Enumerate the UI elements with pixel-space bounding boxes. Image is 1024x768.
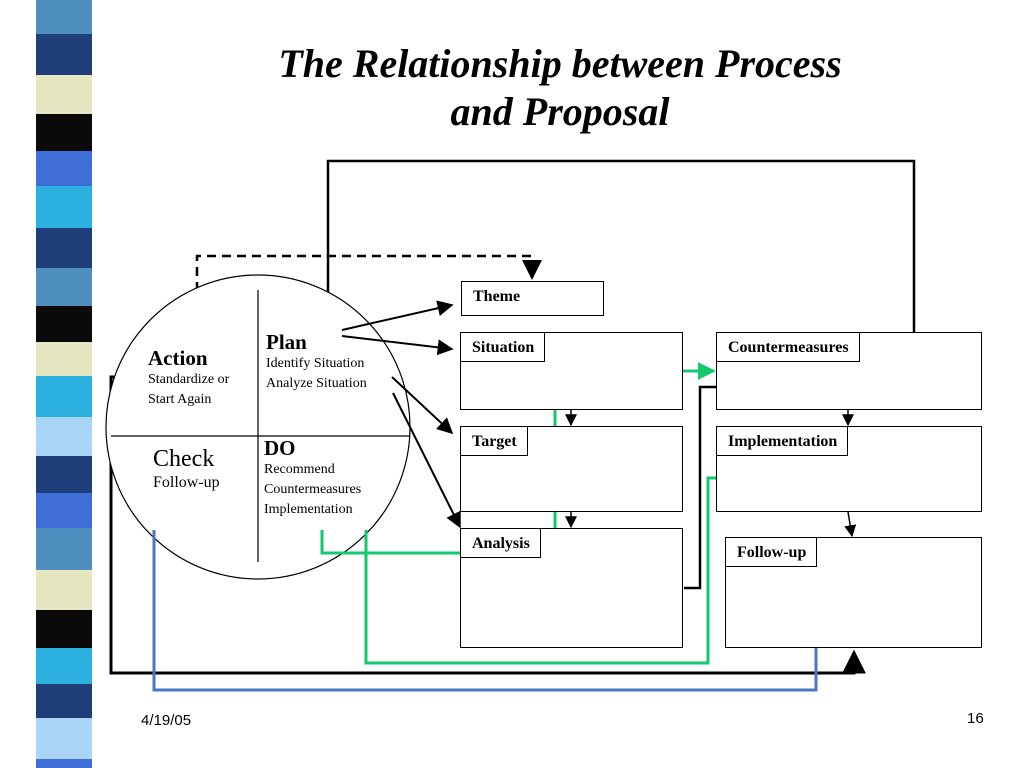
stripe-segment bbox=[36, 610, 92, 648]
countermeasures-box: Countermeasures bbox=[716, 332, 982, 410]
implementation-label: Implementation bbox=[717, 427, 849, 456]
analysis-label: Analysis bbox=[461, 529, 541, 558]
do-line: Implementation bbox=[264, 502, 353, 517]
dashed-connector bbox=[195, 254, 542, 336]
stripe-segment bbox=[36, 342, 92, 376]
stripe-segment bbox=[36, 34, 92, 75]
slide-title: The Relationship between Process and Pro… bbox=[200, 40, 920, 136]
action-heading: Action bbox=[148, 346, 208, 370]
do-line: Recommend bbox=[264, 462, 335, 477]
stripe-segment bbox=[36, 648, 92, 684]
plan-line: Analyze Situation bbox=[266, 376, 367, 391]
blue-connector-to-followup bbox=[152, 530, 825, 692]
stripe-segment bbox=[36, 376, 92, 417]
plan-to-countermeasures-connector bbox=[326, 159, 924, 360]
analysis-box: Analysis bbox=[460, 528, 683, 648]
plan-to-target-arrow bbox=[391, 376, 454, 435]
follow-up-label: Follow-up bbox=[726, 538, 818, 567]
follow-up-box: Follow-up bbox=[725, 537, 982, 648]
plan-to-analysis-arrow bbox=[392, 392, 461, 529]
stripe-segment bbox=[36, 684, 92, 718]
do-heading: DO bbox=[264, 436, 296, 460]
situation-box: Situation bbox=[460, 332, 683, 410]
check-quadrant: Check Follow-up bbox=[153, 445, 220, 493]
target-label: Target bbox=[461, 427, 528, 456]
analysis-to-countermeasures-connector bbox=[684, 385, 716, 590]
do-quadrant: DO Recommend Countermeasures Implementat… bbox=[264, 436, 361, 520]
plan-line: Identify Situation bbox=[266, 356, 365, 371]
title-line-2: and Proposal bbox=[450, 89, 670, 134]
stripe-segment bbox=[36, 306, 92, 342]
stripe-segment bbox=[36, 151, 92, 186]
stripe-segment bbox=[36, 528, 92, 570]
stripe-segment bbox=[36, 759, 92, 768]
countermeasures-label: Countermeasures bbox=[717, 333, 860, 362]
title-line-1: The Relationship between Process bbox=[278, 41, 842, 86]
stripe-segment bbox=[36, 114, 92, 151]
stripe-segment bbox=[36, 228, 92, 268]
check-heading: Check bbox=[153, 446, 215, 472]
stripe-segment bbox=[36, 268, 92, 306]
slide-date: 4/19/05 bbox=[141, 712, 192, 729]
stripe-segment bbox=[36, 718, 92, 759]
theme-box: Theme bbox=[461, 281, 604, 316]
stripe-segment bbox=[36, 570, 92, 610]
stripe-segment bbox=[36, 456, 92, 493]
stripe-segment bbox=[36, 186, 92, 228]
stripe-segment bbox=[36, 493, 92, 528]
check-line: Follow-up bbox=[153, 474, 220, 491]
action-line: Start Again bbox=[148, 392, 212, 407]
target-box: Target bbox=[460, 426, 683, 512]
plan-heading: Plan bbox=[266, 330, 307, 354]
plan-to-theme-arrow bbox=[341, 300, 454, 331]
stripe-segment bbox=[36, 75, 92, 114]
theme-label: Theme bbox=[462, 282, 531, 310]
action-line: Standardize or bbox=[148, 372, 230, 387]
stripe-segment bbox=[36, 417, 92, 456]
stripe-segment bbox=[36, 0, 92, 34]
implementation-to-followup-arrow bbox=[844, 511, 857, 538]
plan-to-situation-arrow bbox=[341, 335, 454, 356]
plan-quadrant: Plan Identify Situation Analyze Situatio… bbox=[266, 330, 367, 394]
implementation-box: Implementation bbox=[716, 426, 982, 512]
slide-page-number: 16 bbox=[967, 710, 984, 727]
do-line: Countermeasures bbox=[264, 482, 362, 497]
situation-label: Situation bbox=[461, 333, 546, 362]
action-quadrant: Action Standardize or Start Again bbox=[148, 346, 229, 410]
